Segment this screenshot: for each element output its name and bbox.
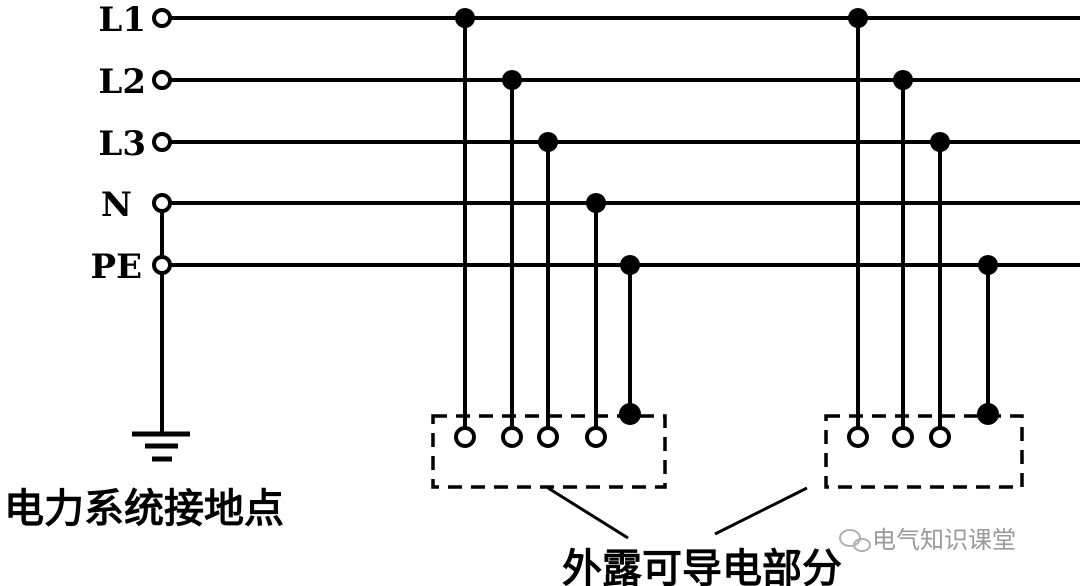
label-l3: L3	[98, 124, 146, 164]
exposed-part-box-2	[824, 414, 1024, 489]
leader-line-2	[714, 486, 808, 536]
terminal-n	[152, 193, 172, 213]
terminal-pe	[152, 255, 172, 275]
label-pe: PE	[91, 247, 142, 287]
leader-line-1	[547, 486, 629, 540]
equipment-group-1	[431, 8, 667, 489]
watermark: 电气知识课堂	[872, 526, 1016, 554]
wechat-icon	[839, 529, 871, 552]
terminal-l2	[152, 70, 172, 90]
terminal-l3	[152, 132, 172, 152]
label-system-earthing-point: 电力系统接地点	[4, 486, 284, 532]
label-l1: L1	[98, 0, 146, 40]
ground-icon	[132, 431, 190, 462]
label-l2: L2	[98, 62, 146, 102]
label-exposed-conductive-parts: 外露可导电部分	[562, 546, 842, 586]
equipment-group-2	[824, 8, 1024, 489]
terminal-l1	[152, 8, 172, 28]
label-n: N	[101, 185, 132, 225]
